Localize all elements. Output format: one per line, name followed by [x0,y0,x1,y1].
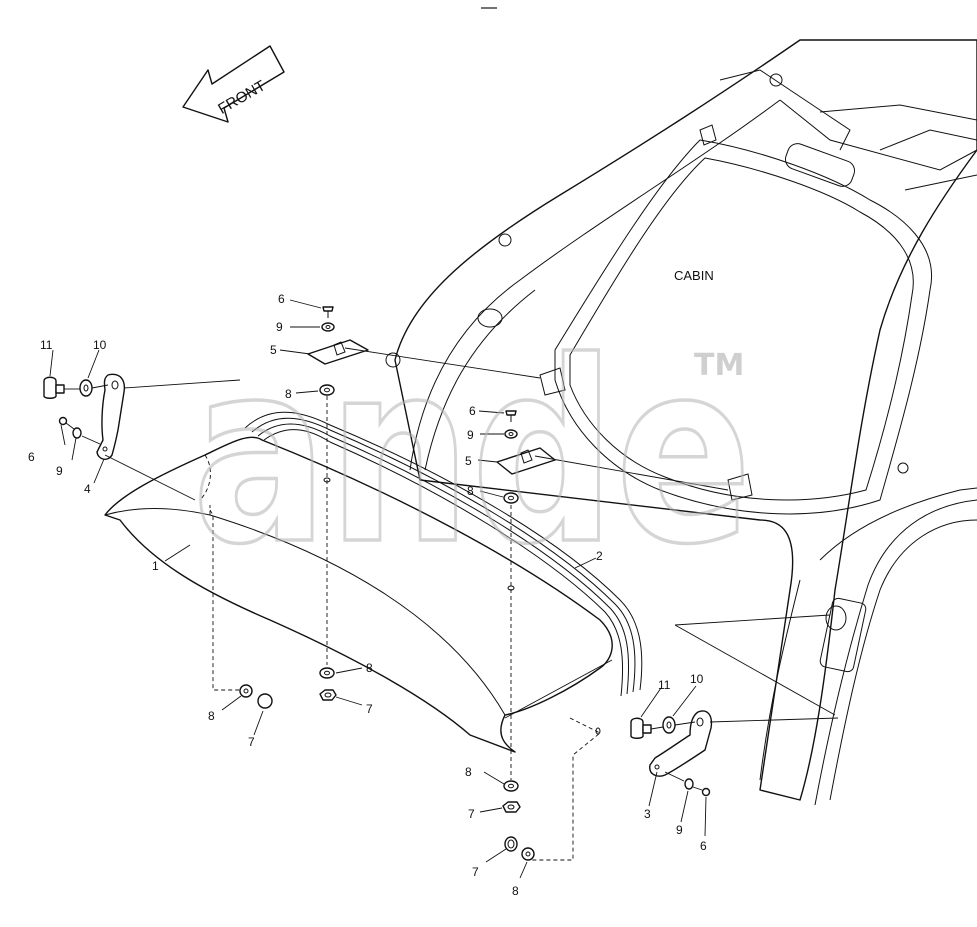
callout-8: 8 [465,765,472,779]
seal-strip-part-2 [244,411,643,697]
callout-8: 8 [512,884,519,898]
callout-3: 3 [644,807,651,821]
callout-9: 9 [467,428,474,442]
callout-11: 11 [40,338,53,352]
callout-6: 6 [469,404,476,418]
watermark-trademark: TM [694,348,744,383]
reference-lines [104,454,836,719]
callout-6: 6 [28,450,35,464]
callout-6: 6 [278,292,285,306]
cover-part-1 [104,436,613,753]
callout-10: 10 [93,338,107,352]
alignment-lines [209,396,601,861]
callout-8: 8 [366,661,373,675]
callout-5: 5 [270,343,277,357]
callout-7: 7 [472,865,479,879]
callout-4: 4 [84,482,91,496]
bracket-part-3 [649,710,839,777]
hinge-plate-left-part-5 [307,339,541,379]
watermark: ande TM [190,306,754,601]
cabin-body [385,39,977,806]
callout-1: 1 [152,559,159,573]
callout-8: 8 [467,484,474,498]
bracket-part-4 [96,373,241,460]
callout-2: 2 [596,549,603,563]
fasteners [43,306,711,861]
callout-5: 5 [465,454,472,468]
callout-7: 7 [468,807,475,821]
watermark-logo: ande [192,308,752,599]
callout-7: 7 [366,702,373,716]
callout-7: 7 [248,735,255,749]
callout-9: 9 [276,320,283,334]
callout-8: 8 [208,709,215,723]
callout-leaders [49,299,707,879]
callout-11: 11 [658,678,671,692]
callout-9: 9 [676,823,683,837]
callout-6: 6 [700,839,707,853]
callout-8: 8 [285,387,292,401]
callout-10: 10 [690,672,704,686]
cabin-label: CABIN [674,268,714,283]
callout-9: 9 [56,464,63,478]
callout-numbers: 6 9 5 8 6 9 5 8 11 10 6 9 4 1 2 8 7 8 7 … [28,292,707,898]
front-direction-arrow: FRONT [182,45,285,123]
hinge-plate-right-part-5 [496,447,729,491]
